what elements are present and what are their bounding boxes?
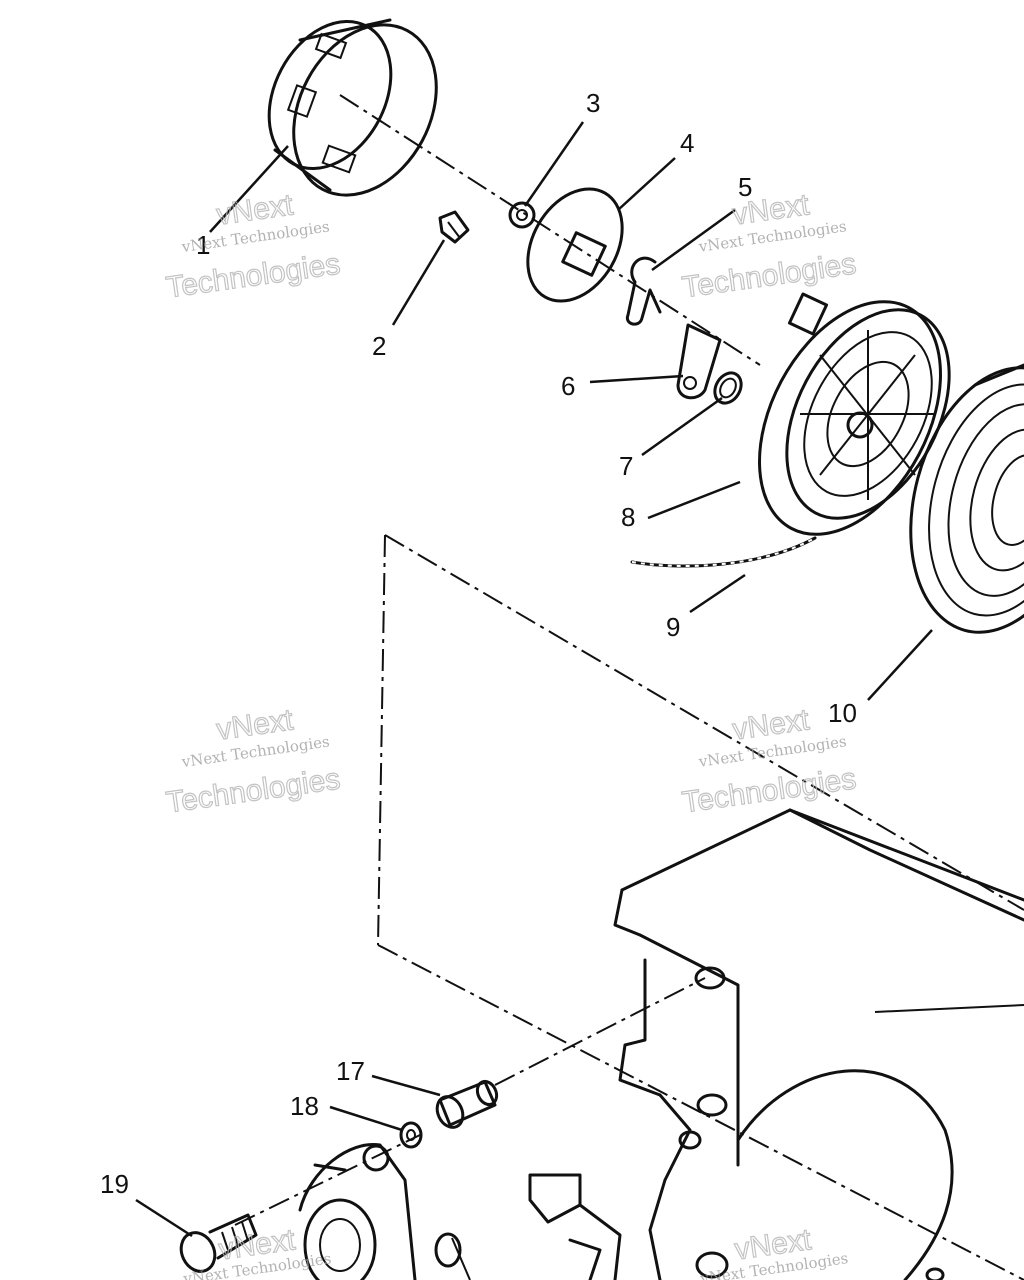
starter-rope: [630, 536, 817, 568]
watermark-mid-left: vNext Technologies vNext Technologies: [164, 703, 343, 820]
frame-line-top: [384, 534, 1024, 911]
watermark-bottom-right: vNext Technologies vNext: [698, 1222, 849, 1280]
leader-1: [209, 145, 289, 233]
frame-line-left: [377, 534, 386, 946]
main-axis-upper: [339, 94, 761, 366]
watermarks: vNext Technologies vNext Technologies vN…: [164, 188, 859, 1280]
callout-6: 6: [561, 371, 575, 401]
leader-5: [651, 208, 736, 272]
friction-plate: [526, 187, 624, 303]
callout-2: 2: [372, 331, 386, 361]
svg-text:Technologies: Technologies: [680, 247, 858, 304]
callout-17: 17: [336, 1056, 365, 1086]
starter-cup: [267, 18, 438, 197]
nut-part-3: [508, 201, 536, 229]
screw-part-2: [438, 210, 470, 244]
leader-9: [689, 573, 746, 614]
leader-10: [867, 629, 933, 701]
callout-labels: 1 2 3 4 5 6 7 8 9 10 17 18 19: [100, 88, 857, 1199]
recoil-spring: [909, 363, 1024, 634]
axis-bushing: [494, 977, 706, 1086]
leader-7: [641, 396, 723, 457]
callout-4: 4: [680, 128, 694, 158]
leader-lines: [135, 121, 933, 1238]
leader-19: [135, 1198, 193, 1238]
leader-8: [647, 480, 741, 520]
watermark-top-left: vNext Technologies vNext Technologies: [164, 188, 343, 305]
leader-4: [617, 157, 676, 211]
leader-17: [371, 1074, 441, 1097]
leader-2: [391, 239, 446, 326]
callout-5: 5: [738, 172, 752, 202]
axis-bolt: [234, 1134, 421, 1226]
svg-text:Technologies: Technologies: [680, 762, 858, 819]
callout-10: 10: [828, 698, 857, 728]
watermark-top-right: vNext Technologies vNext Technologies: [680, 188, 859, 305]
pawl-spring: [713, 371, 743, 405]
callout-7: 7: [619, 451, 633, 481]
callout-9: 9: [666, 612, 680, 642]
lower-bracket: [298, 1142, 945, 1280]
svg-text:Technologies: Technologies: [164, 762, 342, 819]
leader-3: [523, 121, 585, 207]
fan-housing: [528, 808, 1024, 1280]
svg-text:Technologies: Technologies: [164, 247, 342, 304]
callout-1: 1: [196, 230, 210, 260]
assembly-axes: [234, 94, 1024, 1280]
callout-3: 3: [586, 88, 600, 118]
callout-8: 8: [621, 502, 635, 532]
washer: [399, 1121, 423, 1149]
callout-18: 18: [290, 1091, 319, 1121]
leader-18: [329, 1105, 403, 1132]
ratchet-pawl: [676, 323, 722, 400]
callout-19: 19: [100, 1169, 129, 1199]
leader-6: [589, 374, 684, 384]
bushing: [435, 1079, 499, 1129]
spring-clip: [625, 256, 662, 326]
